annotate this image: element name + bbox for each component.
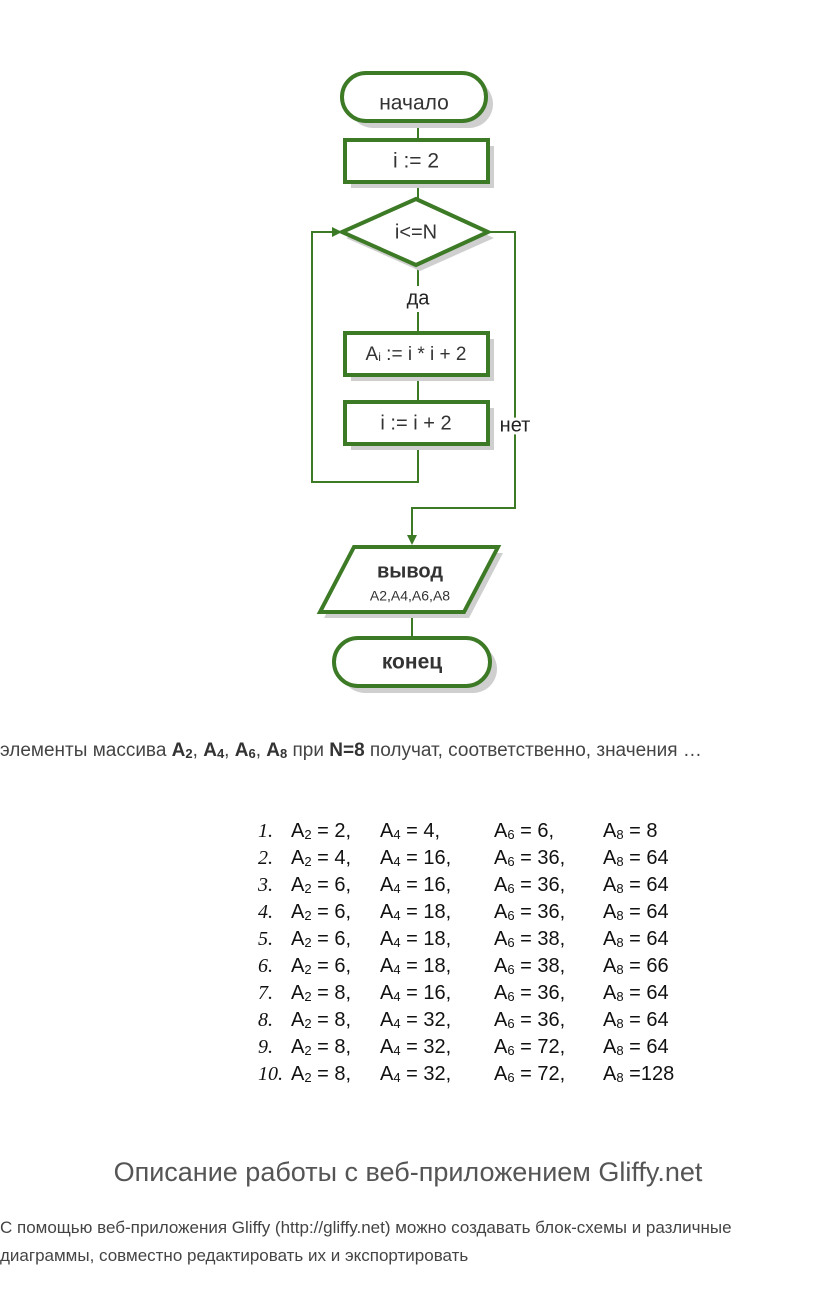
answer-number: 10.: [258, 1063, 283, 1085]
answer-value-a8: A8 =128: [603, 1063, 675, 1085]
answer-value-a4: A4 = 16,: [380, 874, 452, 896]
answer-value-a6: A6 = 6,: [494, 820, 555, 842]
answer-value-a4: A4 = 32,: [380, 1063, 452, 1085]
answer-value-a4: A4 = 18,: [380, 928, 452, 950]
question-text: элементы массива A2, A4, A6, A8 при N=8 …: [0, 740, 702, 761]
answer-value-a8: A8 = 64: [603, 874, 669, 896]
answer-value-a6: A6 = 36,: [494, 1009, 566, 1031]
end-terminator: конец: [332, 636, 497, 693]
increment-process: i := i + 2: [343, 400, 494, 450]
answer-value-a6: A6 = 72,: [494, 1036, 566, 1058]
connector-loop-back: [311, 227, 419, 483]
start-terminator: начало: [340, 71, 493, 128]
no-label: нет: [500, 414, 531, 436]
array-element: A2: [171, 740, 193, 761]
answer-value-a2: A2 = 8,: [291, 1009, 352, 1031]
answer-value-a4: A4 = 16,: [380, 982, 452, 1004]
answer-value-a6: A6 = 72,: [494, 1063, 566, 1085]
assign-label: Ai := i * i + 2: [366, 344, 467, 365]
answer-number: 2.: [258, 847, 273, 869]
answer-number: 8.: [258, 1009, 273, 1031]
answer-value-a8: A8 = 64: [603, 1009, 669, 1031]
answer-number: 5.: [258, 928, 273, 950]
array-element: A6: [234, 740, 256, 761]
start-label: начало: [379, 92, 449, 115]
output-io: вывод A2,A4,A6,A8: [316, 545, 503, 618]
answer-value-a8: A8 = 66: [603, 955, 669, 977]
flowchart-diagram: начало i := 2 i<=N да Ai := i * i + 2 i …: [311, 71, 531, 693]
answer-value-a6: A6 = 36,: [494, 901, 566, 923]
answer-value-a2: A2 = 6,: [291, 955, 352, 977]
condition-decision: i<=N: [337, 196, 494, 271]
answer-value-a8: A8 = 64: [603, 1036, 669, 1058]
output-label: вывод: [377, 560, 443, 582]
answer-value-a6: A6 = 36,: [494, 847, 566, 869]
end-label: конец: [382, 651, 442, 674]
condition-label: i<=N: [395, 221, 437, 243]
answer-value-a2: A2 = 4,: [291, 847, 352, 869]
answer-value-a4: A4 = 16,: [380, 847, 452, 869]
answer-value-a2: A2 = 6,: [291, 928, 352, 950]
answer-number: 9.: [258, 1036, 273, 1058]
increment-label: i := i + 2: [380, 412, 451, 434]
output-values: A2,A4,A6,A8: [370, 588, 450, 604]
answer-value-a4: A4 = 18,: [380, 901, 452, 923]
answer-value-a2: A2 = 8,: [291, 982, 352, 1004]
answer-value-a2: A2 = 6,: [291, 901, 352, 923]
answer-value-a6: A6 = 38,: [494, 955, 566, 977]
answer-number: 7.: [258, 982, 273, 1004]
answer-number: 3.: [258, 874, 273, 896]
yes-label: да: [407, 287, 431, 309]
answer-number: 4.: [258, 901, 273, 923]
connector-no-branch: [407, 231, 516, 545]
answer-value-a2: A2 = 8,: [291, 1036, 352, 1058]
answer-value-a8: A8 = 64: [603, 982, 669, 1004]
answer-value-a6: A6 = 36,: [494, 982, 566, 1004]
answer-value-a8: A8 = 64: [603, 847, 669, 869]
answer-value-a2: A2 = 8,: [291, 1063, 352, 1085]
init-process: i := 2: [343, 138, 494, 188]
answer-number: 6.: [258, 955, 273, 977]
body-paragraph: С помощью веб-приложения Gliffy (http://…: [0, 1218, 732, 1265]
answer-value-a2: A2 = 2,: [291, 820, 352, 842]
assign-process: Ai := i * i + 2: [343, 331, 494, 381]
init-label: i := 2: [393, 150, 439, 173]
answer-value-a6: A6 = 36,: [494, 874, 566, 896]
condition-value: N=8: [329, 740, 365, 761]
array-element: A8: [266, 740, 288, 761]
answer-value-a4: A4 = 4,: [380, 820, 441, 842]
section-title: Описание работы с веб-приложением Gliffy…: [113, 1157, 703, 1187]
answer-value-a4: A4 = 32,: [380, 1009, 452, 1031]
answer-value-a2: A2 = 6,: [291, 874, 352, 896]
answer-value-a4: A4 = 32,: [380, 1036, 452, 1058]
answer-value-a8: A8 = 8: [603, 820, 658, 842]
answer-value-a4: A4 = 18,: [380, 955, 452, 977]
array-element: A4: [203, 740, 225, 761]
answer-number: 1.: [258, 820, 273, 842]
answer-value-a6: A6 = 38,: [494, 928, 566, 950]
answer-value-a8: A8 = 64: [603, 928, 669, 950]
answer-value-a8: A8 = 64: [603, 901, 669, 923]
